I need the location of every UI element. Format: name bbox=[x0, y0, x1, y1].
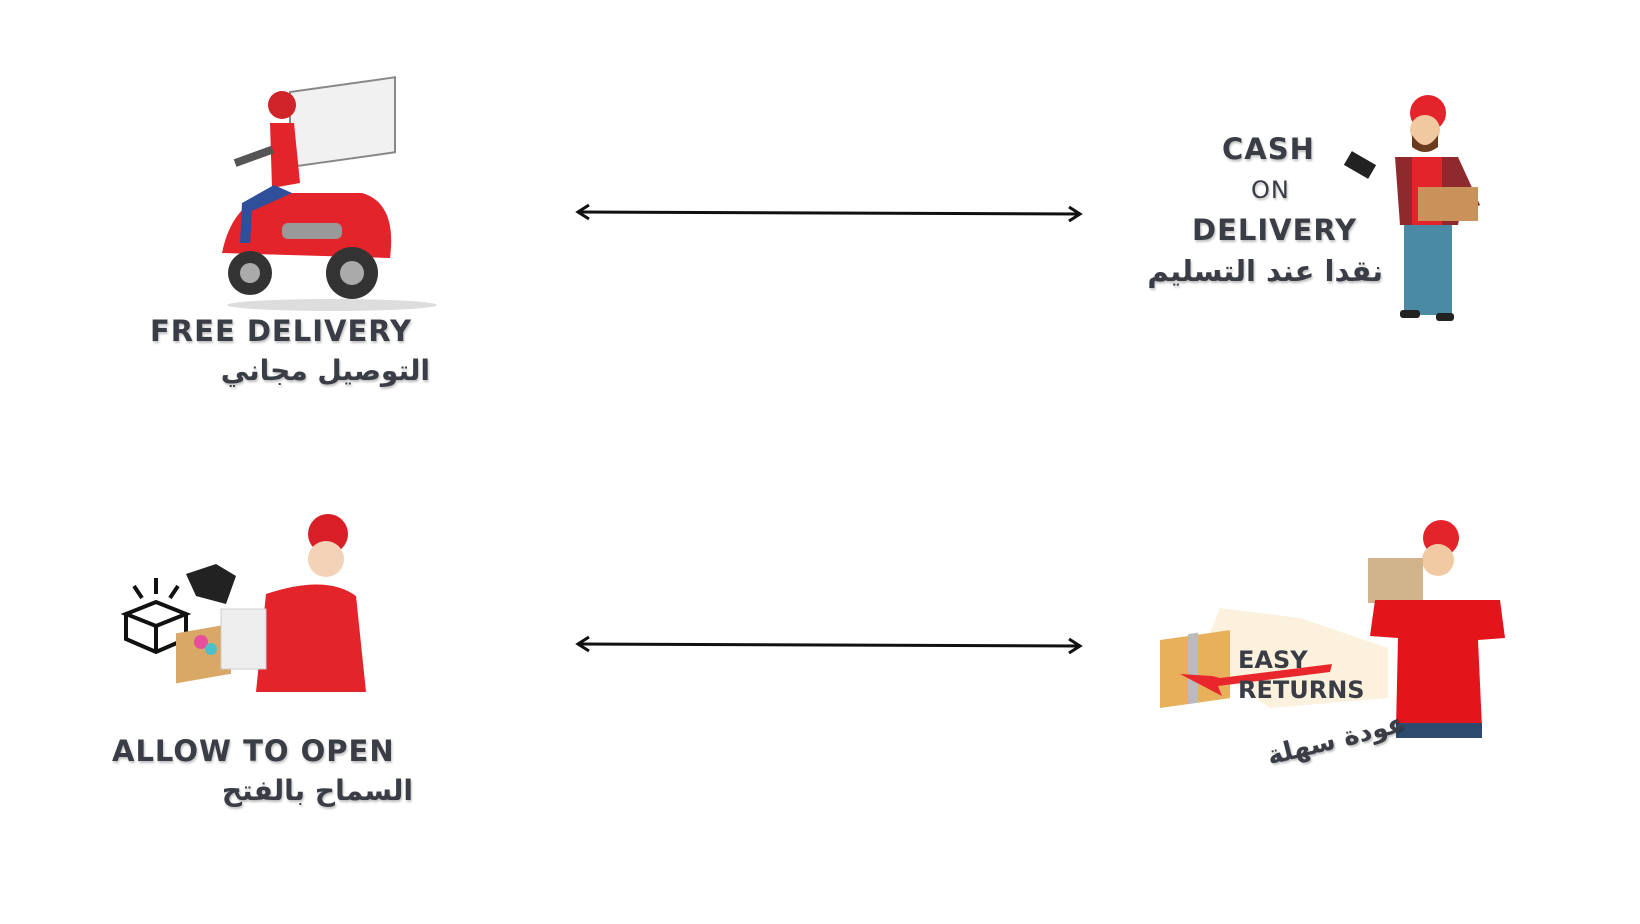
courier-opening-box-illustration bbox=[120, 514, 366, 692]
easy-returns-title-line-1: EASY bbox=[1238, 646, 1308, 674]
allow-to-open-title: ALLOW TO OPEN bbox=[112, 734, 395, 768]
easy-returns-title-line-2: RETURNS bbox=[1238, 676, 1365, 704]
cash-title-line-3: DELIVERY bbox=[1192, 213, 1358, 247]
allow-to-open-arabic: السماح بالفتح bbox=[221, 774, 413, 807]
cash-arabic: نقدا عند التسليم bbox=[1147, 254, 1383, 288]
scooter-delivery-illustration bbox=[222, 76, 437, 311]
cash-title-line-2: ON bbox=[1251, 176, 1290, 204]
free-delivery-title: FREE DELIVERY bbox=[150, 314, 413, 348]
courier-with-tablet-illustration bbox=[1343, 95, 1480, 321]
free-delivery-arabic: التوصيل مجاني bbox=[220, 354, 430, 387]
cash-title-line-1: CASH bbox=[1222, 132, 1315, 166]
easy-returns-illustration bbox=[1160, 520, 1505, 738]
double-arrow-top bbox=[575, 203, 1083, 223]
double-arrow-bottom bbox=[575, 635, 1083, 655]
